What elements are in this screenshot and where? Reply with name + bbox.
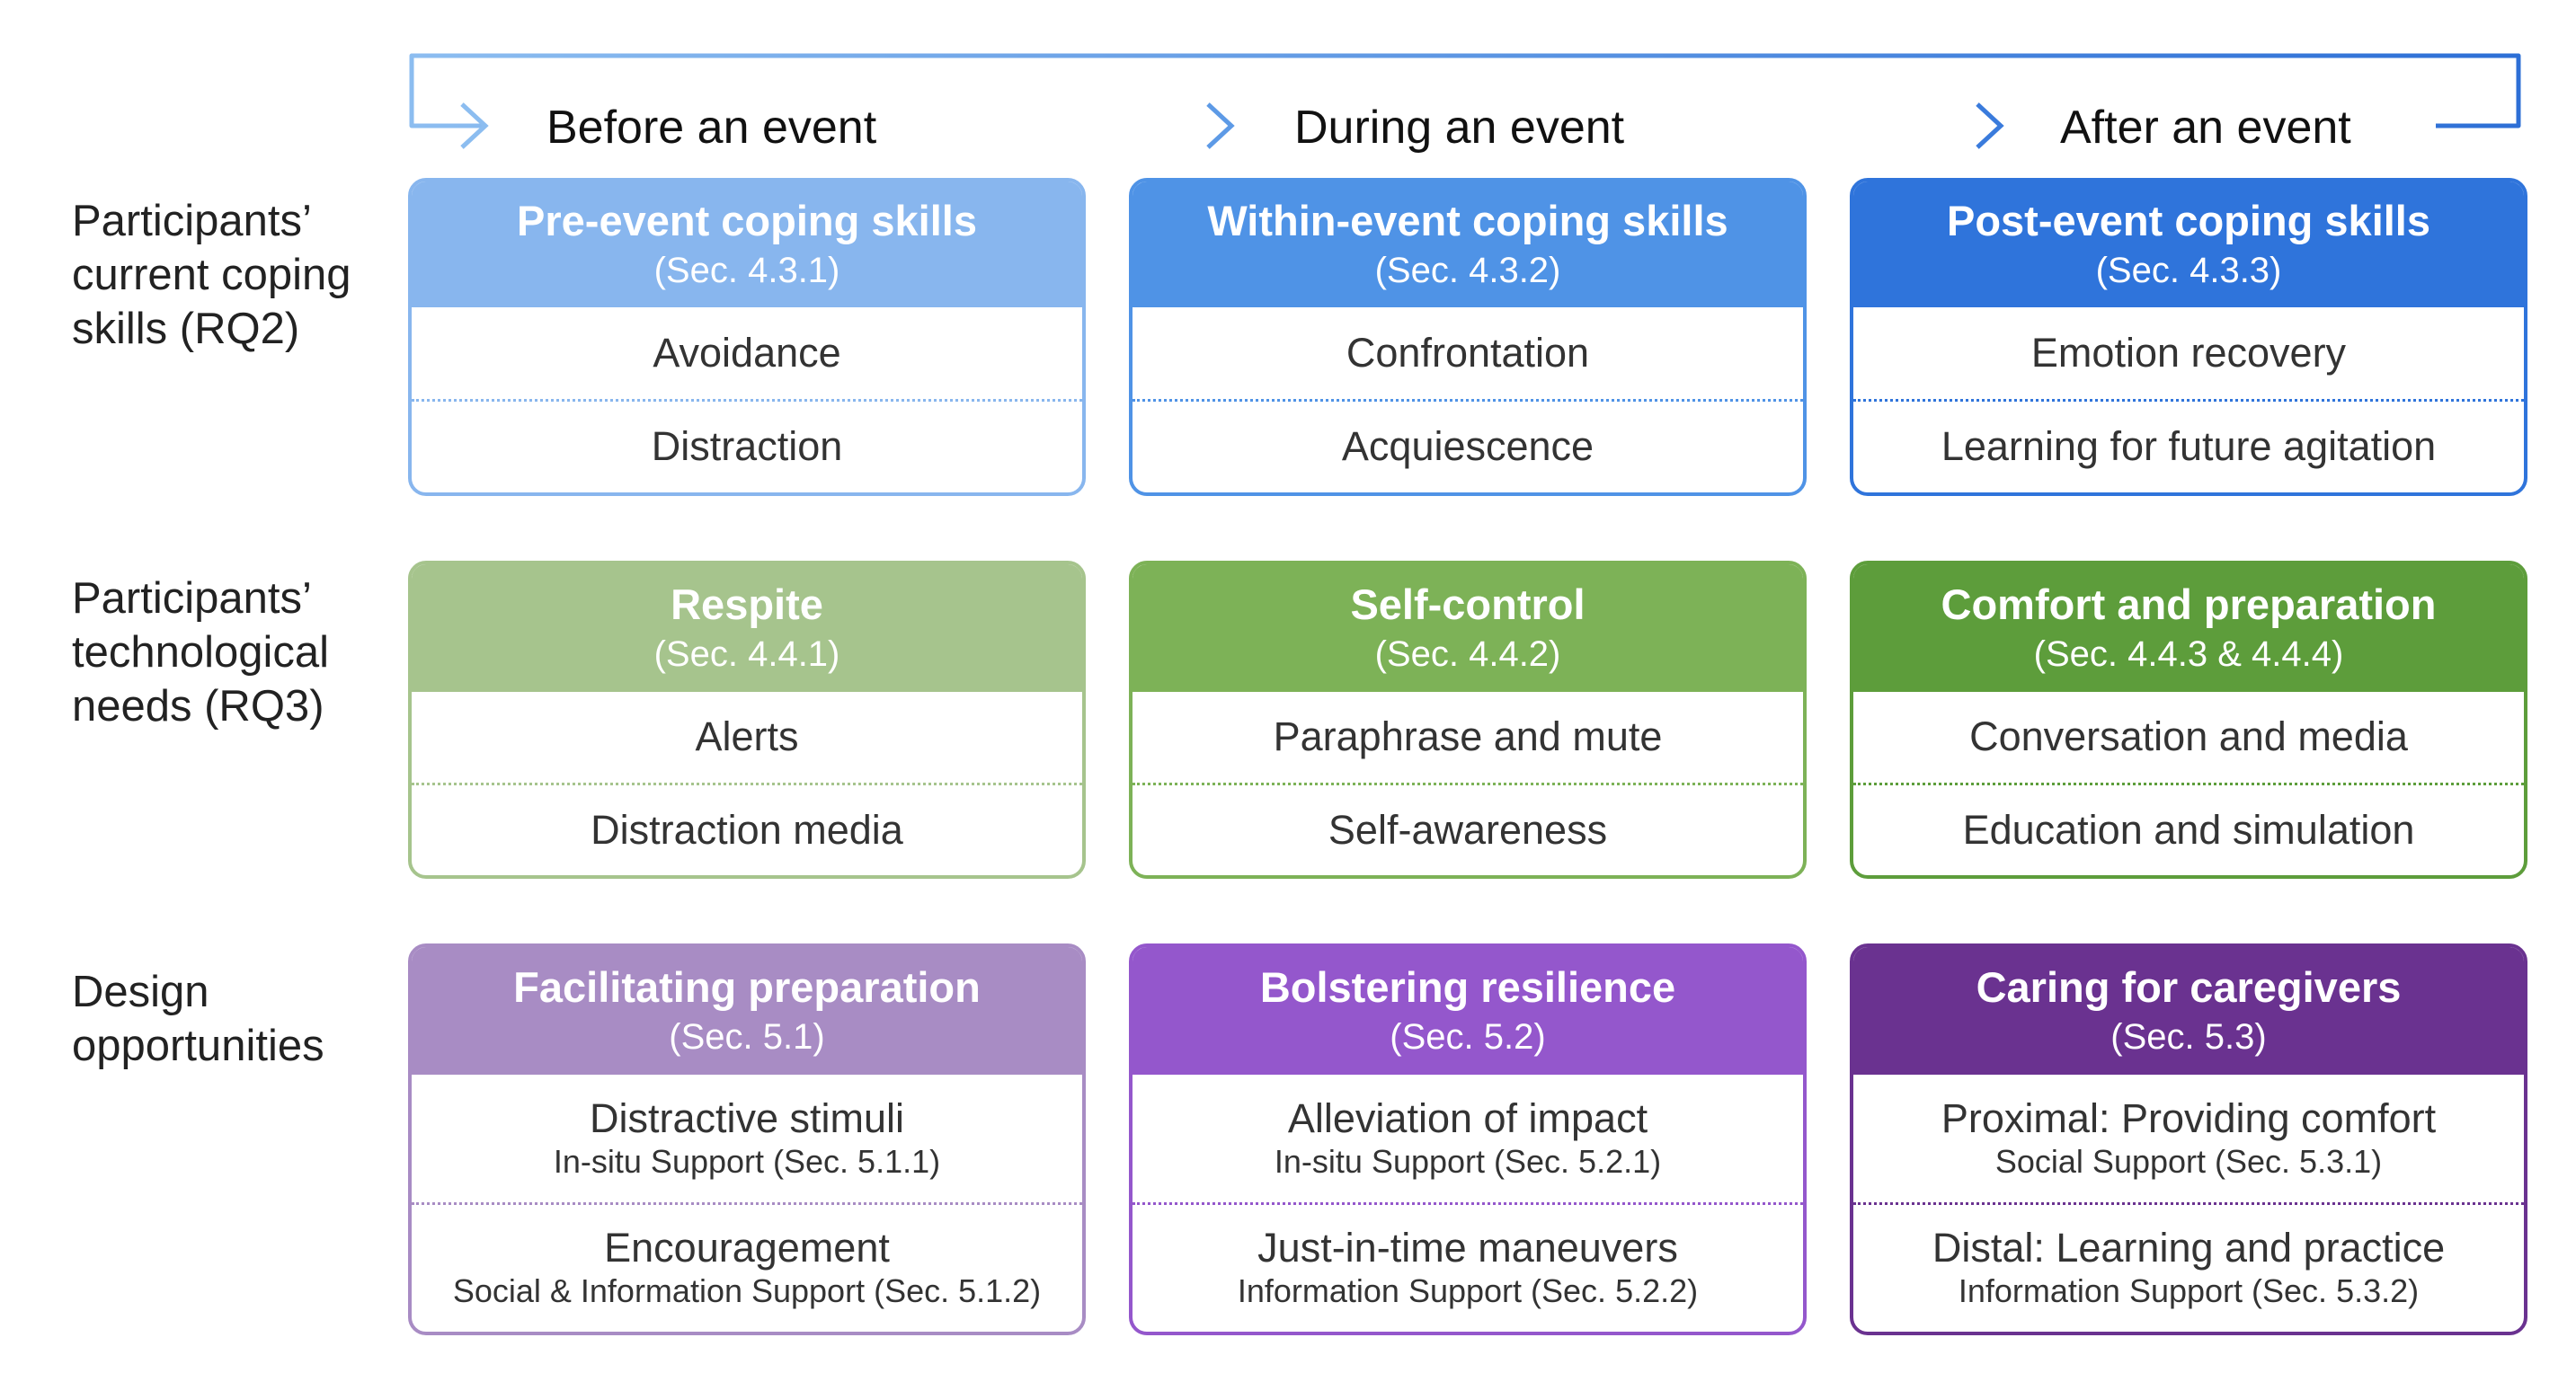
- card-header: Respite (Sec. 4.4.1): [412, 564, 1082, 692]
- card-item: Proximal: Providing comfort Social Suppo…: [1853, 1075, 2524, 1202]
- phase-before: Before an event: [546, 102, 877, 154]
- card-item: Distraction media: [412, 782, 1082, 876]
- card-header: Facilitating preparation (Sec. 5.1): [412, 947, 1082, 1075]
- row-label-coping-skills: Participants’ current coping skills (RQ2…: [72, 194, 351, 356]
- row-label-line: Design: [72, 968, 209, 1016]
- row-label-line: technological: [72, 628, 330, 677]
- card-item: Distal: Learning and practice Informatio…: [1853, 1201, 2524, 1333]
- item-label: Emotion recovery: [2030, 329, 2347, 376]
- card-item: Emotion recovery: [1853, 307, 2524, 399]
- card-section-ref: (Sec. 4.4.3 & 4.4.4): [2033, 634, 2344, 674]
- card-section-ref: (Sec. 5.1): [669, 1017, 825, 1057]
- row-label-line: needs (RQ3): [72, 682, 324, 731]
- item-label: Distal: Learning and practice: [1932, 1225, 2446, 1271]
- card-self-control: Self-control (Sec. 4.4.2) Paraphrase and…: [1129, 561, 1807, 879]
- phase-after: After an event: [2060, 102, 2351, 154]
- card-header: Bolstering resilience (Sec. 5.2): [1133, 947, 1803, 1075]
- card-item: Distraction: [412, 398, 1082, 493]
- card-post-event-coping-skills: Post-event coping skills (Sec. 4.3.3) Em…: [1850, 178, 2527, 496]
- card-header: Post-event coping skills (Sec. 4.3.3): [1853, 182, 2524, 307]
- card-item: Conversation and media: [1853, 692, 2524, 783]
- card-title: Within-event coping skills: [1207, 197, 1728, 244]
- item-support-ref: Information Support (Sec. 5.3.2): [1958, 1272, 2420, 1310]
- card-item: Confrontation: [1133, 307, 1803, 399]
- item-support-ref: Information Support (Sec. 5.2.2): [1237, 1272, 1699, 1310]
- card-title: Respite: [671, 580, 823, 628]
- item-support-ref: Social Support (Sec. 5.3.1): [1994, 1142, 2383, 1180]
- card-section-ref: (Sec. 4.3.2): [1374, 251, 1561, 290]
- item-label: Acquiescence: [1341, 423, 1594, 470]
- card-item: Education and simulation: [1853, 782, 2524, 876]
- item-label: Distractive stimuli: [589, 1094, 905, 1141]
- card-item: Self-awareness: [1133, 782, 1803, 876]
- card-bolstering-resilience: Bolstering resilience (Sec. 5.2) Allevia…: [1129, 943, 1807, 1335]
- row-label-line: Participants’: [72, 574, 312, 623]
- item-support-ref: In-situ Support (Sec. 5.2.1): [1274, 1142, 1662, 1180]
- card-respite: Respite (Sec. 4.4.1) Alerts Distraction …: [408, 561, 1086, 879]
- item-label: Encouragement: [604, 1225, 890, 1271]
- item-label: Distraction: [651, 423, 843, 470]
- card-header: Pre-event coping skills (Sec. 4.3.1): [412, 182, 1082, 307]
- row-label-line: skills (RQ2): [72, 305, 300, 353]
- card-header: Self-control (Sec. 4.4.2): [1133, 564, 1803, 692]
- item-label: Education and simulation: [1962, 806, 2415, 853]
- card-header: Caring for caregivers (Sec. 5.3): [1853, 947, 2524, 1075]
- phase-during: During an event: [1294, 102, 1625, 154]
- card-section-ref: (Sec. 5.3): [2110, 1017, 2267, 1057]
- card-title: Facilitating preparation: [513, 963, 981, 1011]
- card-header: Comfort and preparation (Sec. 4.4.3 & 4.…: [1853, 564, 2524, 692]
- card-section-ref: (Sec. 4.4.2): [1374, 634, 1561, 674]
- card-item: Distractive stimuli In-situ Support (Sec…: [412, 1075, 1082, 1202]
- row-label-line: current coping: [72, 251, 351, 299]
- card-item: Just-in-time maneuvers Information Suppo…: [1133, 1201, 1803, 1333]
- card-item: Alerts: [412, 692, 1082, 783]
- card-item: Avoidance: [412, 307, 1082, 399]
- arrowhead-after: [1976, 102, 2004, 149]
- card-header: Within-event coping skills (Sec. 4.3.2): [1133, 182, 1803, 307]
- card-item: Learning for future agitation: [1853, 398, 2524, 493]
- loop-arrowhead: [460, 102, 489, 149]
- item-support-ref: Social & Information Support (Sec. 5.1.2…: [452, 1272, 1042, 1310]
- card-item: Encouragement Social & Information Suppo…: [412, 1201, 1082, 1333]
- card-section-ref: (Sec. 4.3.3): [2095, 251, 2282, 290]
- row-label-technological-needs: Participants’ technological needs (RQ3): [72, 571, 329, 733]
- card-title: Caring for caregivers: [1976, 963, 2402, 1011]
- phase-flow-arrows: [409, 53, 2521, 149]
- row-label-line: opportunities: [72, 1022, 324, 1070]
- row-label-design-opportunities: Design opportunities: [72, 965, 324, 1073]
- item-label: Alleviation of impact: [1287, 1094, 1648, 1141]
- card-item: Acquiescence: [1133, 398, 1803, 493]
- card-title: Self-control: [1350, 580, 1586, 628]
- card-facilitating-preparation: Facilitating preparation (Sec. 5.1) Dist…: [408, 943, 1086, 1335]
- card-comfort-and-preparation: Comfort and preparation (Sec. 4.4.3 & 4.…: [1850, 561, 2527, 879]
- item-label: Just-in-time maneuvers: [1257, 1225, 1678, 1271]
- item-label: Self-awareness: [1328, 806, 1608, 853]
- card-section-ref: (Sec. 4.3.1): [653, 251, 840, 290]
- card-section-ref: (Sec. 5.2): [1390, 1017, 1546, 1057]
- card-within-event-coping-skills: Within-event coping skills (Sec. 4.3.2) …: [1129, 178, 1807, 496]
- item-label: Learning for future agitation: [1941, 423, 2437, 470]
- card-caring-for-caregivers: Caring for caregivers (Sec. 5.3) Proxima…: [1850, 943, 2527, 1335]
- item-label: Avoidance: [653, 329, 841, 376]
- card-title: Comfort and preparation: [1941, 580, 2437, 628]
- row-label-line: Participants’: [72, 197, 312, 245]
- card-pre-event-coping-skills: Pre-event coping skills (Sec. 4.3.1) Avo…: [408, 178, 1086, 496]
- item-label: Paraphrase and mute: [1273, 713, 1663, 760]
- card-title: Bolstering resilience: [1259, 963, 1676, 1011]
- item-label: Conversation and media: [1969, 713, 2408, 760]
- arrowhead-during: [1206, 102, 1235, 149]
- item-support-ref: In-situ Support (Sec. 5.1.1): [553, 1142, 941, 1180]
- card-title: Pre-event coping skills: [517, 197, 977, 244]
- item-label: Proximal: Providing comfort: [1941, 1094, 2437, 1141]
- card-section-ref: (Sec. 4.4.1): [653, 634, 840, 674]
- item-label: Distraction media: [591, 806, 903, 853]
- item-label: Alerts: [695, 713, 799, 760]
- card-item: Paraphrase and mute: [1133, 692, 1803, 783]
- item-label: Confrontation: [1346, 329, 1590, 376]
- loop-arrow-line: [409, 53, 2521, 128]
- card-item: Alleviation of impact In-situ Support (S…: [1133, 1075, 1803, 1202]
- card-title: Post-event coping skills: [1946, 197, 2431, 244]
